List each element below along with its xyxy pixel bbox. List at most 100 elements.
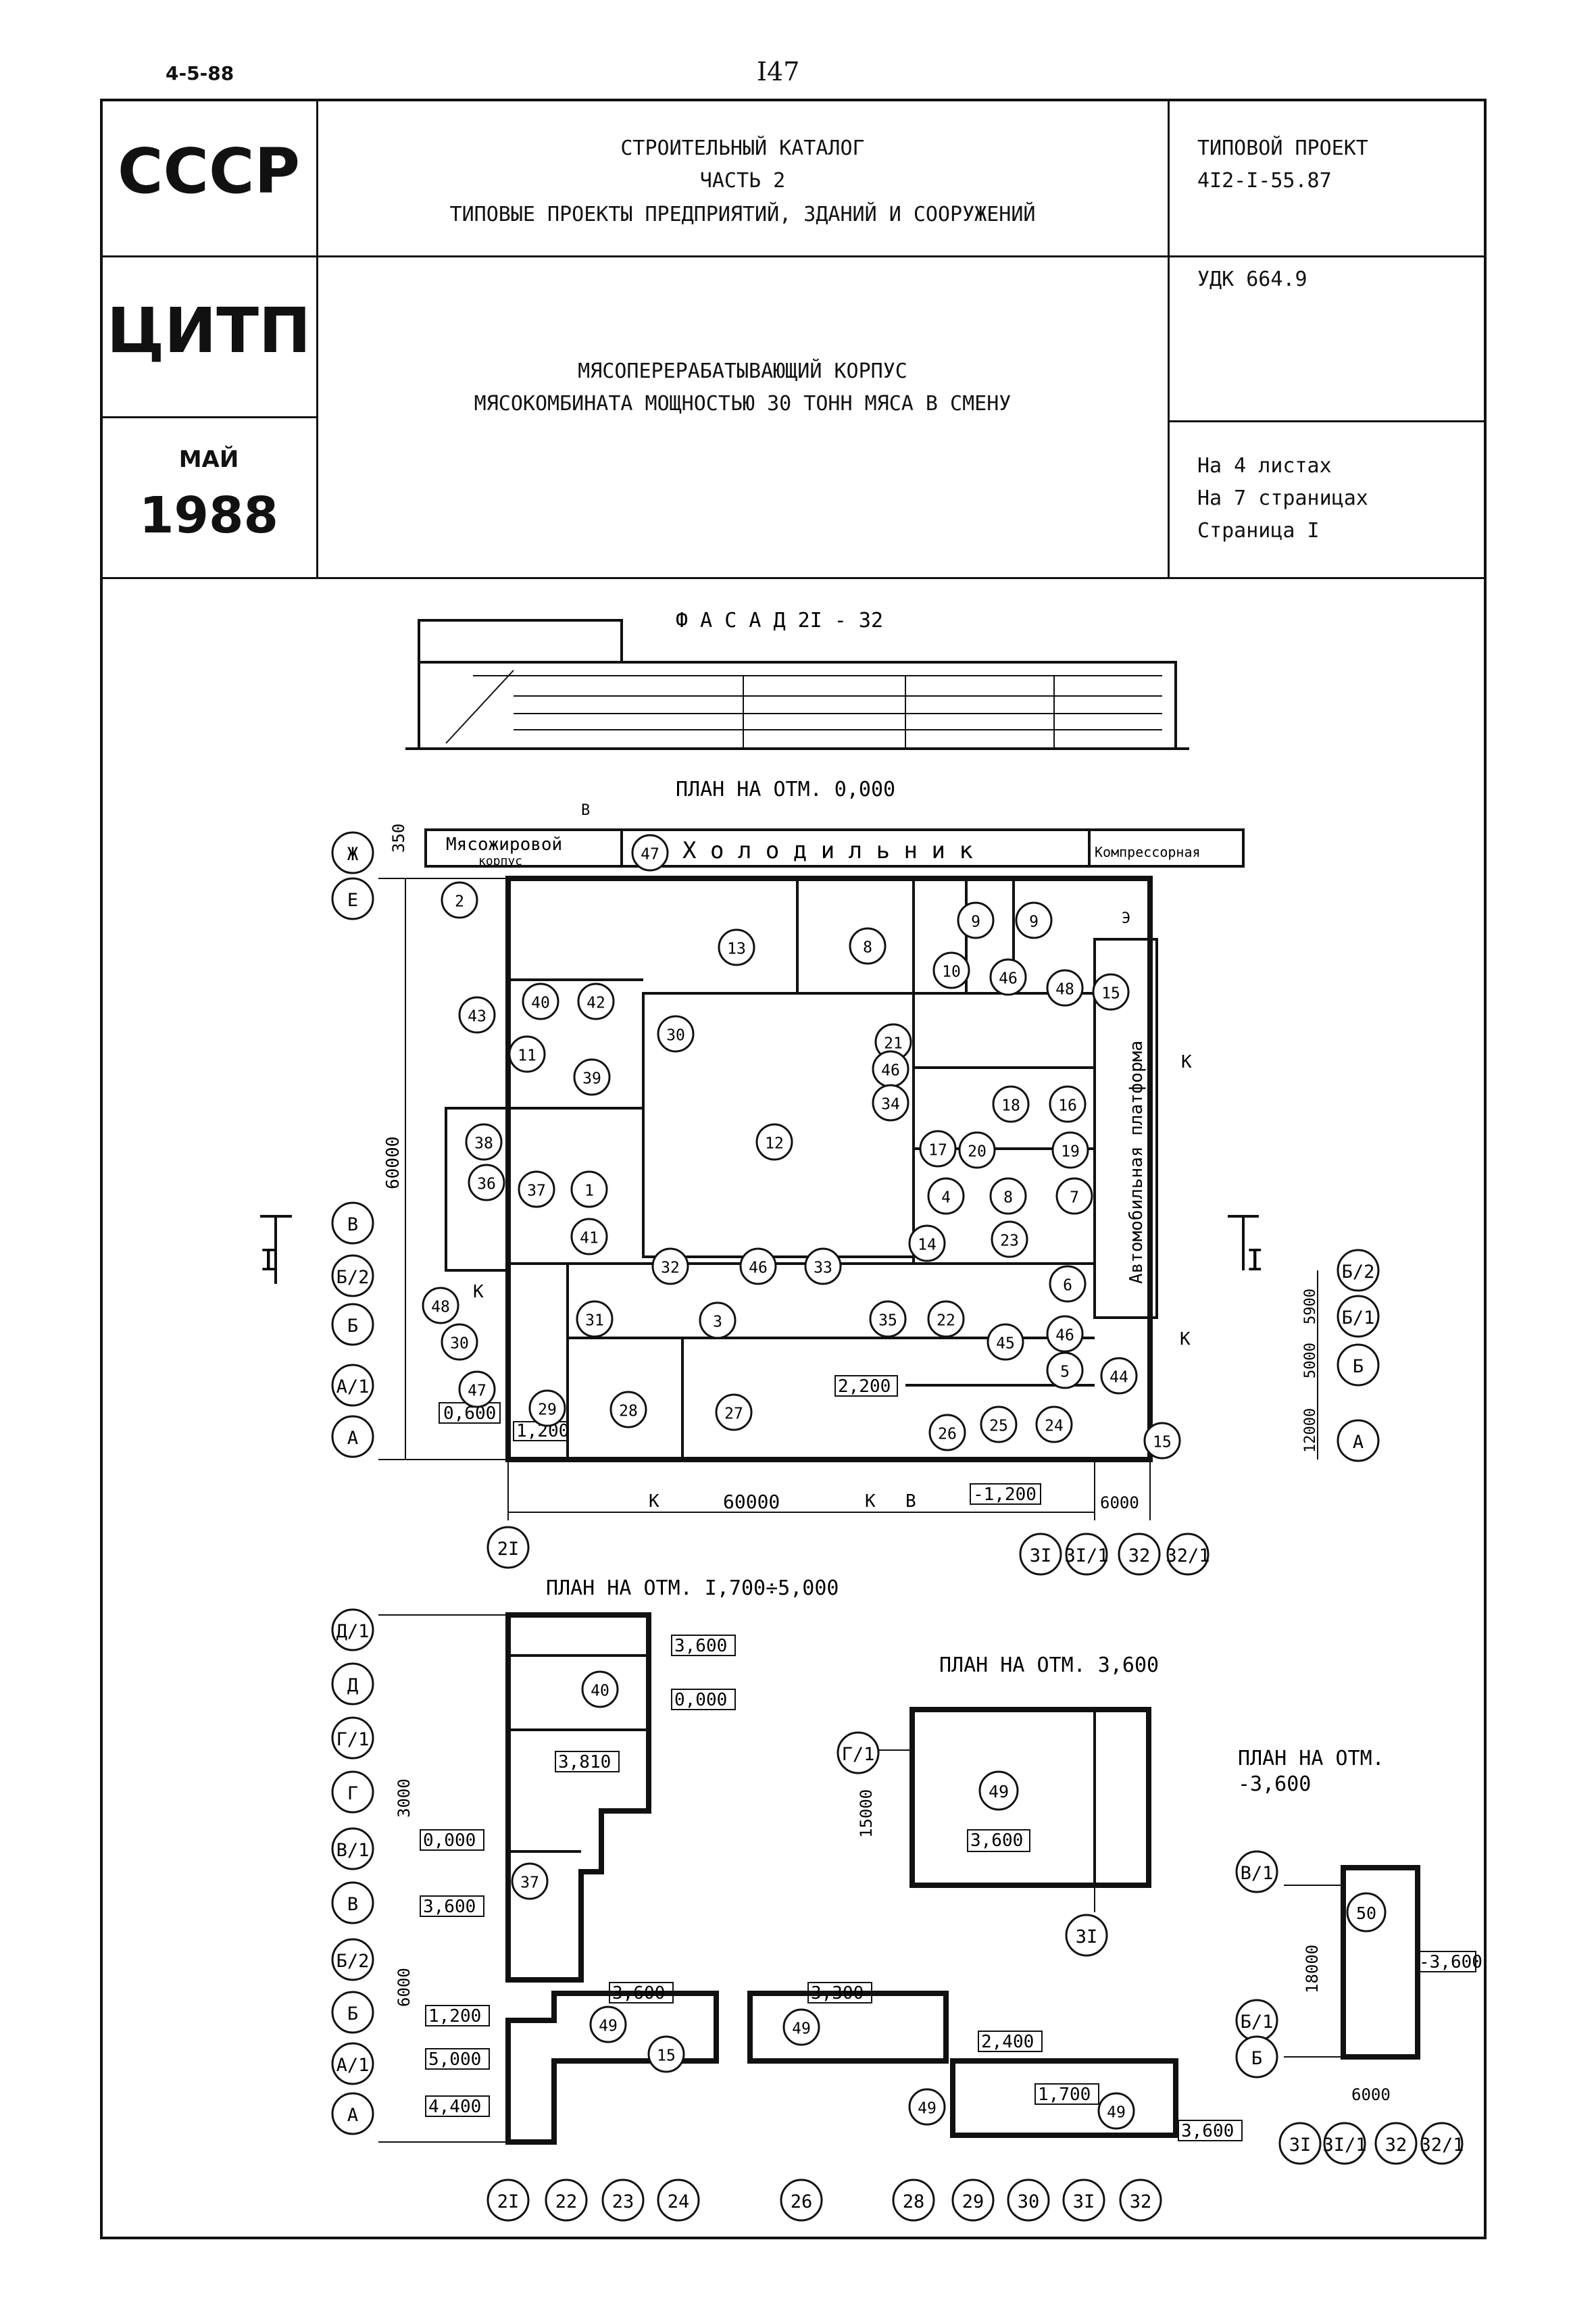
entry-mark-k: К [1181, 1052, 1192, 1072]
axis-bubble-p3-label: 3I [1076, 1926, 1098, 1947]
page-count: На 7 страницах [1197, 487, 1368, 510]
room-number: 41 [570, 1218, 608, 1255]
axis-bubble-p4: Б [1235, 2035, 1278, 2078]
room-number-label: 9 [971, 913, 980, 930]
axis-bubble-main-right-circle [1337, 1295, 1380, 1338]
room-number: 3 [699, 1301, 737, 1339]
room-number: 6 [1049, 1265, 1087, 1303]
axis-bubble-p2-left: В/1 [331, 1827, 374, 1870]
axis-bubble-p2-bottom-label: 24 [668, 2191, 690, 2212]
axis-bubble-p2-bottom-label: 26 [791, 2191, 813, 2212]
axis-bubble-p2-left-circle [331, 1881, 374, 1924]
axis-bubble-main-right: Б [1337, 1343, 1380, 1387]
room-number-p3: 49 [978, 1770, 1019, 1811]
project-label: ТИПОВОЙ ПРОЕКТ [1197, 136, 1368, 160]
room-number-p2-label: 40 [591, 1682, 609, 1699]
room-number-circle [958, 1131, 996, 1169]
room-number-circle [987, 1323, 1024, 1361]
room-number-label: 20 [968, 1143, 987, 1160]
room-number-circle [739, 1247, 777, 1285]
axis-bubble-p2-left: Г [331, 1770, 374, 1814]
room-number-circle [576, 1300, 614, 1338]
fridge-label: Х о л о д и л ь н и к [682, 837, 973, 864]
axis-bubble-p4-circle [1278, 2122, 1322, 2165]
axis-bubble-p2-left-label: В/1 [336, 1840, 370, 1861]
entry-mark: В [581, 802, 590, 819]
room-number-circle [980, 1405, 1018, 1443]
axis-bubble-main-right: Б/1 [1337, 1295, 1380, 1338]
room-number-circle [522, 982, 559, 1020]
level-p3: 3,600 [970, 1831, 1023, 1851]
room-number-label: 15 [1153, 1433, 1172, 1451]
entry-mark-v: В [905, 1491, 916, 1512]
room-number-label: 8 [1003, 1189, 1013, 1206]
room-number: 32 [651, 1247, 689, 1285]
room-number-circle [468, 1164, 505, 1201]
room-number: 5 [1046, 1351, 1084, 1389]
level-p2: 2,400 [981, 2032, 1034, 2052]
catalog-title: СТРОИТЕЛЬНЫЙ КАТАЛОГ [620, 136, 865, 160]
room-number-circle [528, 1389, 566, 1427]
room-number-label: 40 [531, 994, 550, 1012]
room-number: 47 [631, 834, 669, 872]
room-number-label: 13 [727, 940, 746, 957]
room-number-p4-label: 50 [1356, 1903, 1376, 1923]
room-number-circle [869, 1300, 907, 1338]
room-number: 46 [1046, 1315, 1084, 1353]
room-number-circle [1051, 1131, 1089, 1169]
axis-bubble-p2-left-label: А [347, 2105, 358, 2126]
axis-bubble-p2-left-label: Б [347, 2003, 358, 2024]
plan-2-title: ПЛАН НА ОТМ. I,700÷5,000 [546, 1576, 839, 1600]
room-number-circle [458, 996, 496, 1034]
axis-bubble-p2-bottom: 24 [657, 2179, 700, 2222]
room-number: 26 [928, 1414, 966, 1451]
plan-4-outline [1341, 1865, 1420, 2060]
room-number: 31 [576, 1300, 614, 1338]
room-number-p2: 49 [589, 2006, 627, 2043]
room-number-p2-circle [1097, 2092, 1135, 2130]
room-number-circle [1046, 1351, 1084, 1389]
axis-bubble-p4-label: В/1 [1241, 1863, 1274, 1884]
axis-bubble-p4-circle [1235, 1850, 1278, 1893]
axis-bubble-p2-left-circle [331, 1938, 374, 1981]
axis-bubble-main-right: Б/2 [1337, 1249, 1380, 1292]
dim-15000: 15000 [857, 1789, 876, 1838]
room-number-label: 36 [477, 1175, 496, 1193]
level-2200: 2,200 [838, 1376, 891, 1397]
room-number-circle [441, 1323, 478, 1361]
axis-bubble-p4: 3I [1278, 2122, 1322, 2165]
room-number-circle [932, 951, 970, 989]
axis-bubble-main-left-circle [331, 1303, 374, 1346]
dim-6000-h: 6000 [1100, 1493, 1139, 1512]
room-number-label: 29 [538, 1401, 557, 1418]
level-box [1178, 2120, 1243, 2141]
axis-bubble-p2-left: Д/1 [331, 1608, 374, 1651]
axis-bubble-p2-bottom-circle [1119, 2179, 1162, 2222]
axis-bubble-p4-circle [1420, 2122, 1464, 2165]
stamp-row-divider-1 [100, 255, 1487, 257]
level-p2: 3,600 [612, 1983, 665, 2003]
room-number-circle [1046, 969, 1084, 1007]
room-number: 9 [1015, 901, 1053, 939]
room-number-circle [1055, 1177, 1093, 1215]
room-number: 48 [422, 1287, 459, 1324]
stamp-org-citp: ЦИТП [106, 295, 311, 367]
level-box [834, 1375, 898, 1397]
room-number: 23 [991, 1220, 1028, 1258]
level-box [970, 1483, 1041, 1505]
page-index: Страница I [1197, 519, 1320, 543]
axis-bubble-main-left-label: Ж [347, 844, 359, 865]
axis-bubble-main-left: В [331, 1201, 374, 1245]
room-number-circle [518, 1170, 555, 1208]
room-number-label: 39 [582, 1070, 601, 1087]
level-p2: 4,400 [428, 2097, 481, 2117]
room-number-label: 42 [587, 994, 605, 1012]
dim-5000: 5000 [1302, 1343, 1319, 1378]
axis-bubble-p2-bottom-label: 30 [1018, 2191, 1040, 2212]
dim-350: 350 [389, 824, 408, 853]
axis-bubble-main-bottom-label: 2I [497, 1539, 520, 1560]
axis-bubble-p2-bottom-circle [487, 2179, 530, 2222]
room-number-circle [849, 927, 887, 965]
room-number-p2-label: 15 [657, 2047, 676, 2064]
room-number-circle [573, 1058, 611, 1096]
